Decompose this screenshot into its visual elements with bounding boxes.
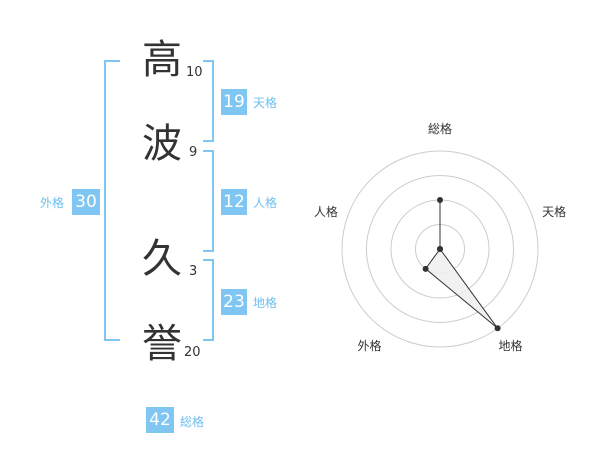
stroke-count-3: 3 bbox=[189, 264, 198, 279]
radar-point-0 bbox=[437, 197, 443, 203]
radar-axis-label-2: 地格 bbox=[499, 338, 523, 353]
radar-point-2 bbox=[494, 325, 501, 332]
tenkaku-bracket bbox=[203, 60, 214, 142]
jinkaku-label: 人格 bbox=[253, 196, 278, 210]
name-char-3: 久 bbox=[142, 236, 182, 282]
soukaku-label: 総格 bbox=[180, 415, 205, 429]
stroke-count-4: 20 bbox=[184, 345, 201, 360]
jinkaku-bracket bbox=[203, 150, 214, 252]
stroke-count-2: 9 bbox=[189, 145, 198, 160]
radar-point-3 bbox=[422, 265, 429, 272]
chikaku-value: 23 bbox=[221, 289, 247, 315]
chikaku-bracket bbox=[203, 259, 214, 341]
tenkaku-label: 天格 bbox=[253, 96, 278, 110]
radar-axis-label-4: 人格 bbox=[314, 204, 338, 219]
soukaku-value: 42 bbox=[146, 407, 174, 433]
radar-axis-label-0: 総格 bbox=[428, 121, 452, 136]
radar-ring bbox=[366, 175, 514, 323]
gaikaku-bracket bbox=[104, 60, 120, 341]
radar-ring bbox=[341, 150, 539, 348]
jinkaku-value: 12 bbox=[221, 189, 247, 215]
gaikaku-label: 外格 bbox=[40, 196, 65, 210]
radar-axis-label-1: 天格 bbox=[542, 204, 566, 219]
radar-polygon bbox=[424, 200, 499, 329]
name-char-1: 高 bbox=[142, 37, 182, 83]
name-char-4: 誉 bbox=[142, 321, 182, 367]
chikaku-label: 地格 bbox=[253, 296, 278, 310]
name-char-2: 波 bbox=[142, 121, 182, 167]
radar-point-4 bbox=[437, 246, 443, 252]
stroke-count-1: 10 bbox=[186, 65, 203, 80]
radar-axis-label-3: 外格 bbox=[357, 338, 381, 353]
gaikaku-value: 30 bbox=[72, 189, 100, 215]
tenkaku-value: 19 bbox=[221, 89, 247, 115]
